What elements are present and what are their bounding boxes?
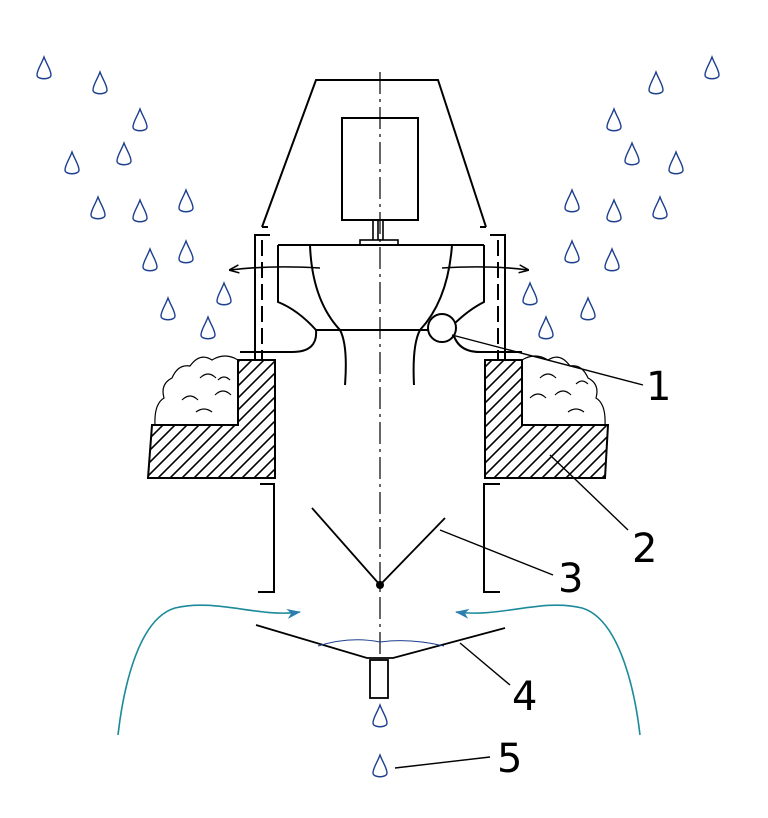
water-drop-icon — [652, 195, 668, 220]
water-drop-icon — [372, 703, 388, 728]
water-drop-icon — [372, 753, 388, 778]
motor-housing — [261, 79, 487, 228]
water-drops — [36, 55, 720, 778]
water-drop-icon — [90, 195, 106, 220]
inflow-curves — [117, 604, 641, 736]
water-drop-icon — [606, 198, 622, 223]
water-drop-icon — [538, 315, 554, 340]
discharge-arrows — [230, 267, 528, 270]
water-drop-icon — [216, 281, 232, 306]
water-drop-icon — [580, 296, 596, 321]
collecting-dish — [255, 624, 506, 699]
pivot-point — [376, 581, 384, 589]
water-drop-icon — [648, 70, 664, 95]
water-drop-icon — [92, 70, 108, 95]
label-4: 4 — [512, 674, 537, 720]
water-drop-icon — [132, 107, 148, 132]
water-drop-icon — [522, 281, 538, 306]
water-drop-icon — [178, 188, 194, 213]
water-drop-icon — [64, 150, 80, 175]
label-2: 2 — [632, 526, 657, 572]
water-drop-icon — [606, 107, 622, 132]
water-drop-icon — [704, 55, 720, 80]
water-drop-icon — [160, 296, 176, 321]
water-drop-icon — [564, 239, 580, 264]
draft-tube — [258, 483, 500, 593]
motor — [341, 117, 419, 221]
leader-lines — [394, 334, 644, 769]
water-drop-icon — [36, 55, 52, 80]
v-deflector — [311, 507, 446, 587]
base-wall — [146, 359, 610, 479]
water-drop-icon — [178, 239, 194, 264]
motor-shaft — [359, 220, 399, 246]
label-3: 3 — [558, 556, 583, 602]
water-drop-icon — [200, 315, 216, 340]
water-drop-icon — [116, 141, 132, 166]
water-drop-icon — [668, 150, 684, 175]
label-5: 5 — [497, 736, 522, 782]
impeller — [240, 244, 522, 386]
float-ball — [427, 313, 457, 343]
water-drop-icon — [604, 247, 620, 272]
label-1: 1 — [646, 364, 671, 410]
water-drop-icon — [564, 188, 580, 213]
outer-frame — [254, 234, 506, 360]
water-drop-icon — [132, 198, 148, 223]
water-drop-icon — [624, 141, 640, 166]
water-drop-icon — [142, 247, 158, 272]
